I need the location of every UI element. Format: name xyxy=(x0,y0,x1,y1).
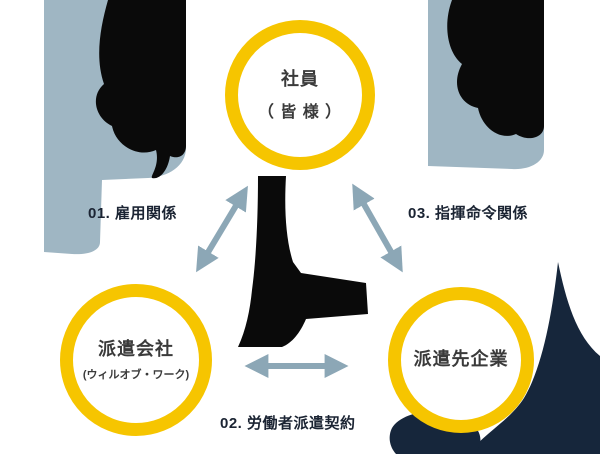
node-dispatch-company-subtitle: (ウィルオブ・ワーク) xyxy=(82,369,190,382)
node-employee: 社員 （ 皆 様 ） xyxy=(225,20,375,170)
silhouette-center-person xyxy=(238,176,368,347)
node-dispatch-company-title: 派遣会社 xyxy=(98,338,174,359)
silhouette-topright-person xyxy=(447,0,544,139)
silhouette-topleft-person xyxy=(95,0,186,179)
node-client-company: 派遣先企業 xyxy=(388,287,534,433)
silhouette-right-navy xyxy=(468,262,600,454)
node-dispatch-company: 派遣会社 (ウィルオブ・ワーク) xyxy=(60,284,212,436)
label-employment-relationship: 01. 雇用関係 xyxy=(88,205,178,222)
node-client-company-title: 派遣先企業 xyxy=(413,349,509,370)
label-dispatch-contract: 02. 労働者派遣契約 xyxy=(220,415,356,432)
node-employee-title: 社員 xyxy=(281,69,319,90)
node-employee-subtitle: （ 皆 様 ） xyxy=(257,103,343,121)
label-command-relationship: 03. 指揮命令関係 xyxy=(408,205,529,222)
